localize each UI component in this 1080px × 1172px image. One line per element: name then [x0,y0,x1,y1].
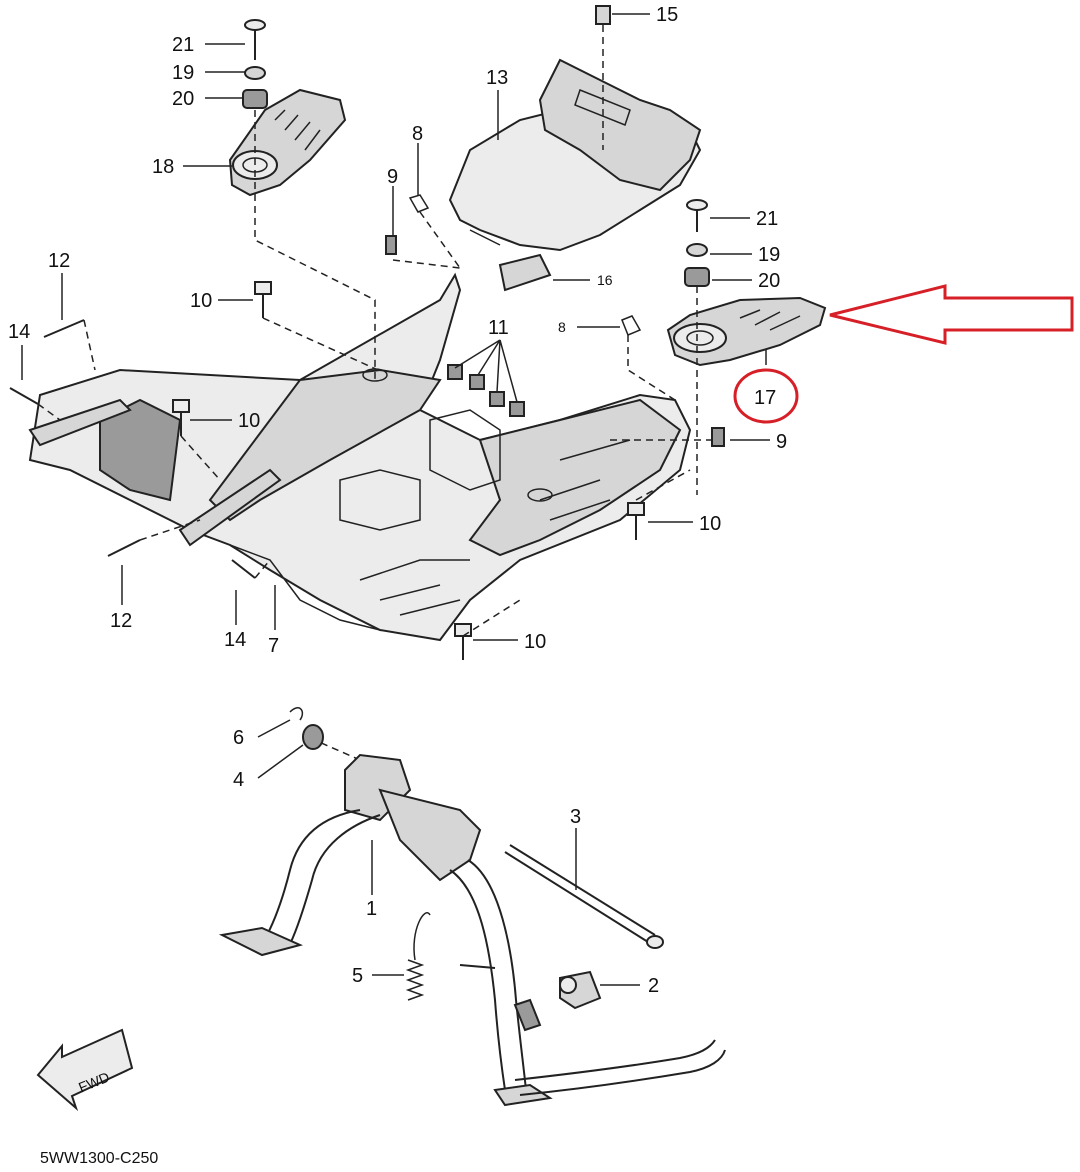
floor-board-part-7 [28,272,692,642]
pad-part-16 [498,253,552,292]
callout-18: 18 [152,156,174,178]
callout-21: 21 [172,34,194,56]
bolt-part-10-a [254,281,272,318]
bolt-part-10-d [454,623,472,660]
highlight-arrow [829,284,1074,345]
callout-6: 6 [233,727,244,749]
callout-11: 11 [488,317,509,339]
center-stand-part-1 [218,753,726,1107]
callout-8: 8 [412,123,423,145]
callout-12: 12 [48,250,70,272]
fwd-arrow-icon: FWD [36,1028,134,1112]
pin-part-6 [289,707,304,721]
screw-part-14-left [9,387,39,405]
assembly-lines [37,25,712,761]
callout-10: 10 [190,290,212,312]
leader-lines [21,13,770,986]
callout-14: 14 [8,321,30,343]
callout-12: 12 [110,610,132,632]
collar-part-20-right [684,267,710,287]
callout-20: 20 [758,270,780,292]
drawing-code: 5WW1300-C250 [40,1150,158,1167]
clip-part-8-right [621,315,642,336]
callout-4: 4 [233,769,244,791]
highlight-circle [733,368,799,424]
callout-19: 19 [758,244,780,266]
callout-16: 16 [597,272,613,288]
bolt-part-10-c [627,502,645,540]
screw-part-14-bottom [231,559,256,579]
callout-13: 13 [486,67,508,89]
pin-bolt [459,964,496,969]
clip-part-8-left [408,194,430,213]
spring-part-5 [405,912,431,1001]
callout-19: 19 [172,62,194,84]
callout-3: 3 [570,806,581,828]
screw-part-12-bottom [107,539,141,557]
callout-20: 20 [172,88,194,110]
callout-1: 1 [366,898,377,920]
stand-shaft-part-3 [504,844,664,949]
screw-part-12-top [43,319,85,338]
callout-10: 10 [238,410,260,432]
bolt-part-21-right [686,199,708,232]
bushing-part-2 [559,970,602,1010]
footrest-part-17 [666,296,827,367]
washer-part-19-right [686,243,708,257]
callout-21: 21 [756,208,778,230]
callout-9: 9 [387,166,398,188]
clip-part-9-right [711,427,725,447]
bolt-part-21-left [244,19,266,60]
clip-part-9-left [385,235,397,255]
washer-part-4 [302,724,324,750]
callout-5: 5 [352,965,363,987]
center-cover-part-13 [448,58,702,252]
callout-10: 10 [524,631,546,653]
collar-part-20-left [242,89,268,109]
nuts-part-11 [447,364,525,417]
callout-8: 8 [558,319,566,335]
callout-14: 14 [224,629,246,651]
callout-9: 9 [776,431,787,453]
washer-part-19-left [244,66,266,80]
bolt-part-10-b [172,399,190,436]
clip-part-15 [595,5,611,25]
callout-15: 15 [656,4,678,26]
callout-7: 7 [268,635,279,657]
callout-17: 17 [754,387,776,409]
callout-2: 2 [648,975,659,997]
callout-10: 10 [699,513,721,535]
